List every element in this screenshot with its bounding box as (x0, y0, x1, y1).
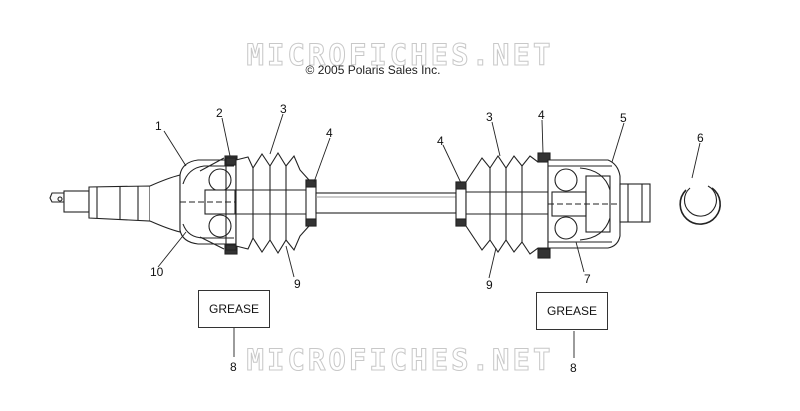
right-boot (465, 155, 549, 255)
callout-9-right: 9 (486, 278, 493, 292)
watermark-top: MICROFICHES.NET (246, 38, 554, 73)
watermark-bottom: MICROFICHES.NET (246, 343, 554, 378)
right-inner-clamp (455, 181, 467, 227)
left-cv-joint-housing (179, 157, 237, 250)
leader-lines (157, 113, 701, 358)
right-cv-joint-housing (547, 159, 621, 249)
callout-3-right: 3 (486, 110, 493, 124)
grease-label-right: GREASE (536, 292, 608, 330)
callout-10: 10 (150, 265, 164, 279)
callout-9-left: 9 (294, 277, 301, 291)
right-outer-clamp (537, 152, 551, 259)
callout-1: 1 (155, 119, 162, 133)
snap-ring (679, 185, 721, 225)
callout-4-center: 4 (437, 134, 444, 148)
callout-5: 5 (620, 111, 627, 125)
callout-7: 7 (584, 272, 591, 286)
left-stub-shaft (49, 174, 181, 233)
right-stub-shaft (619, 183, 651, 223)
left-inner-clamp (305, 179, 317, 227)
callout-8-right: 8 (570, 361, 577, 375)
callout-4-left: 4 (326, 126, 333, 140)
callout-3-left: 3 (280, 102, 287, 116)
callout-4-right: 4 (538, 108, 545, 122)
main-shaft (315, 192, 457, 214)
callout-6: 6 (697, 131, 704, 145)
left-boot (235, 151, 310, 255)
copyright-notice: © 2005 Polaris Sales Inc. (305, 63, 441, 77)
grease-label-left: GREASE (198, 290, 270, 328)
callout-2: 2 (216, 106, 223, 120)
callout-8-left: 8 (230, 360, 237, 374)
